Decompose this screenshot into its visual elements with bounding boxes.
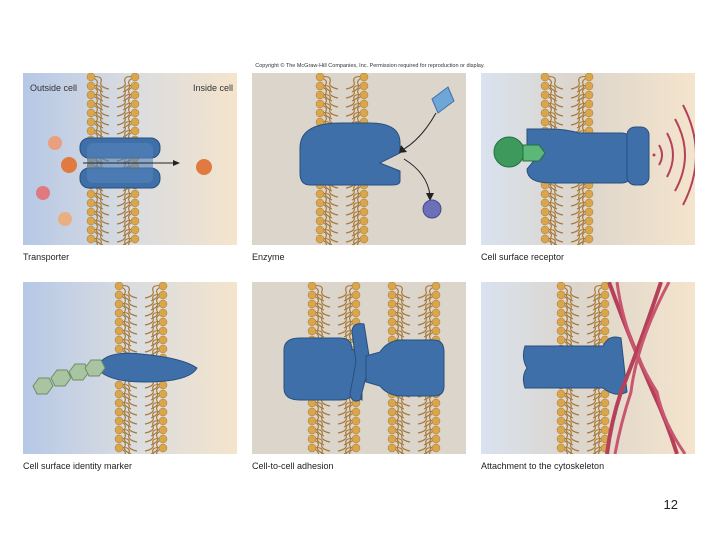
enzyme-panel (252, 73, 466, 245)
cell-surface-receptor-panel (481, 73, 695, 245)
copyright-line: Copyright © The McGraw-Hill Companies, I… (255, 63, 485, 69)
cytoskeleton-panel (481, 282, 695, 454)
transporter-illustration: Outside cell Inside cell (23, 73, 237, 245)
outside-cell-label: Outside cell (30, 83, 77, 93)
adhesion-panel (252, 282, 466, 454)
transporter-panel: Outside cell Inside cell (23, 73, 237, 245)
identity-marker-caption: Cell surface identity marker (23, 461, 133, 471)
identity-marker-illustration (23, 282, 237, 454)
cytoskeleton-illustration (481, 282, 695, 454)
enzyme-caption: Enzyme (252, 252, 285, 262)
adhesion-illustration (252, 282, 466, 454)
cell-surface-receptor-illustration (481, 73, 695, 245)
transporter-caption: Transporter (23, 252, 70, 262)
identity-marker-panel (23, 282, 237, 454)
page-number: 12 (663, 497, 678, 512)
cell-surface-receptor-caption: Cell surface receptor (481, 252, 565, 262)
adhesion-caption: Cell-to-cell adhesion (252, 461, 334, 471)
enzyme-illustration (252, 73, 466, 245)
inside-cell-label: Inside cell (193, 83, 233, 93)
cytoskeleton-caption: Attachment to the cytoskeleton (481, 461, 605, 471)
